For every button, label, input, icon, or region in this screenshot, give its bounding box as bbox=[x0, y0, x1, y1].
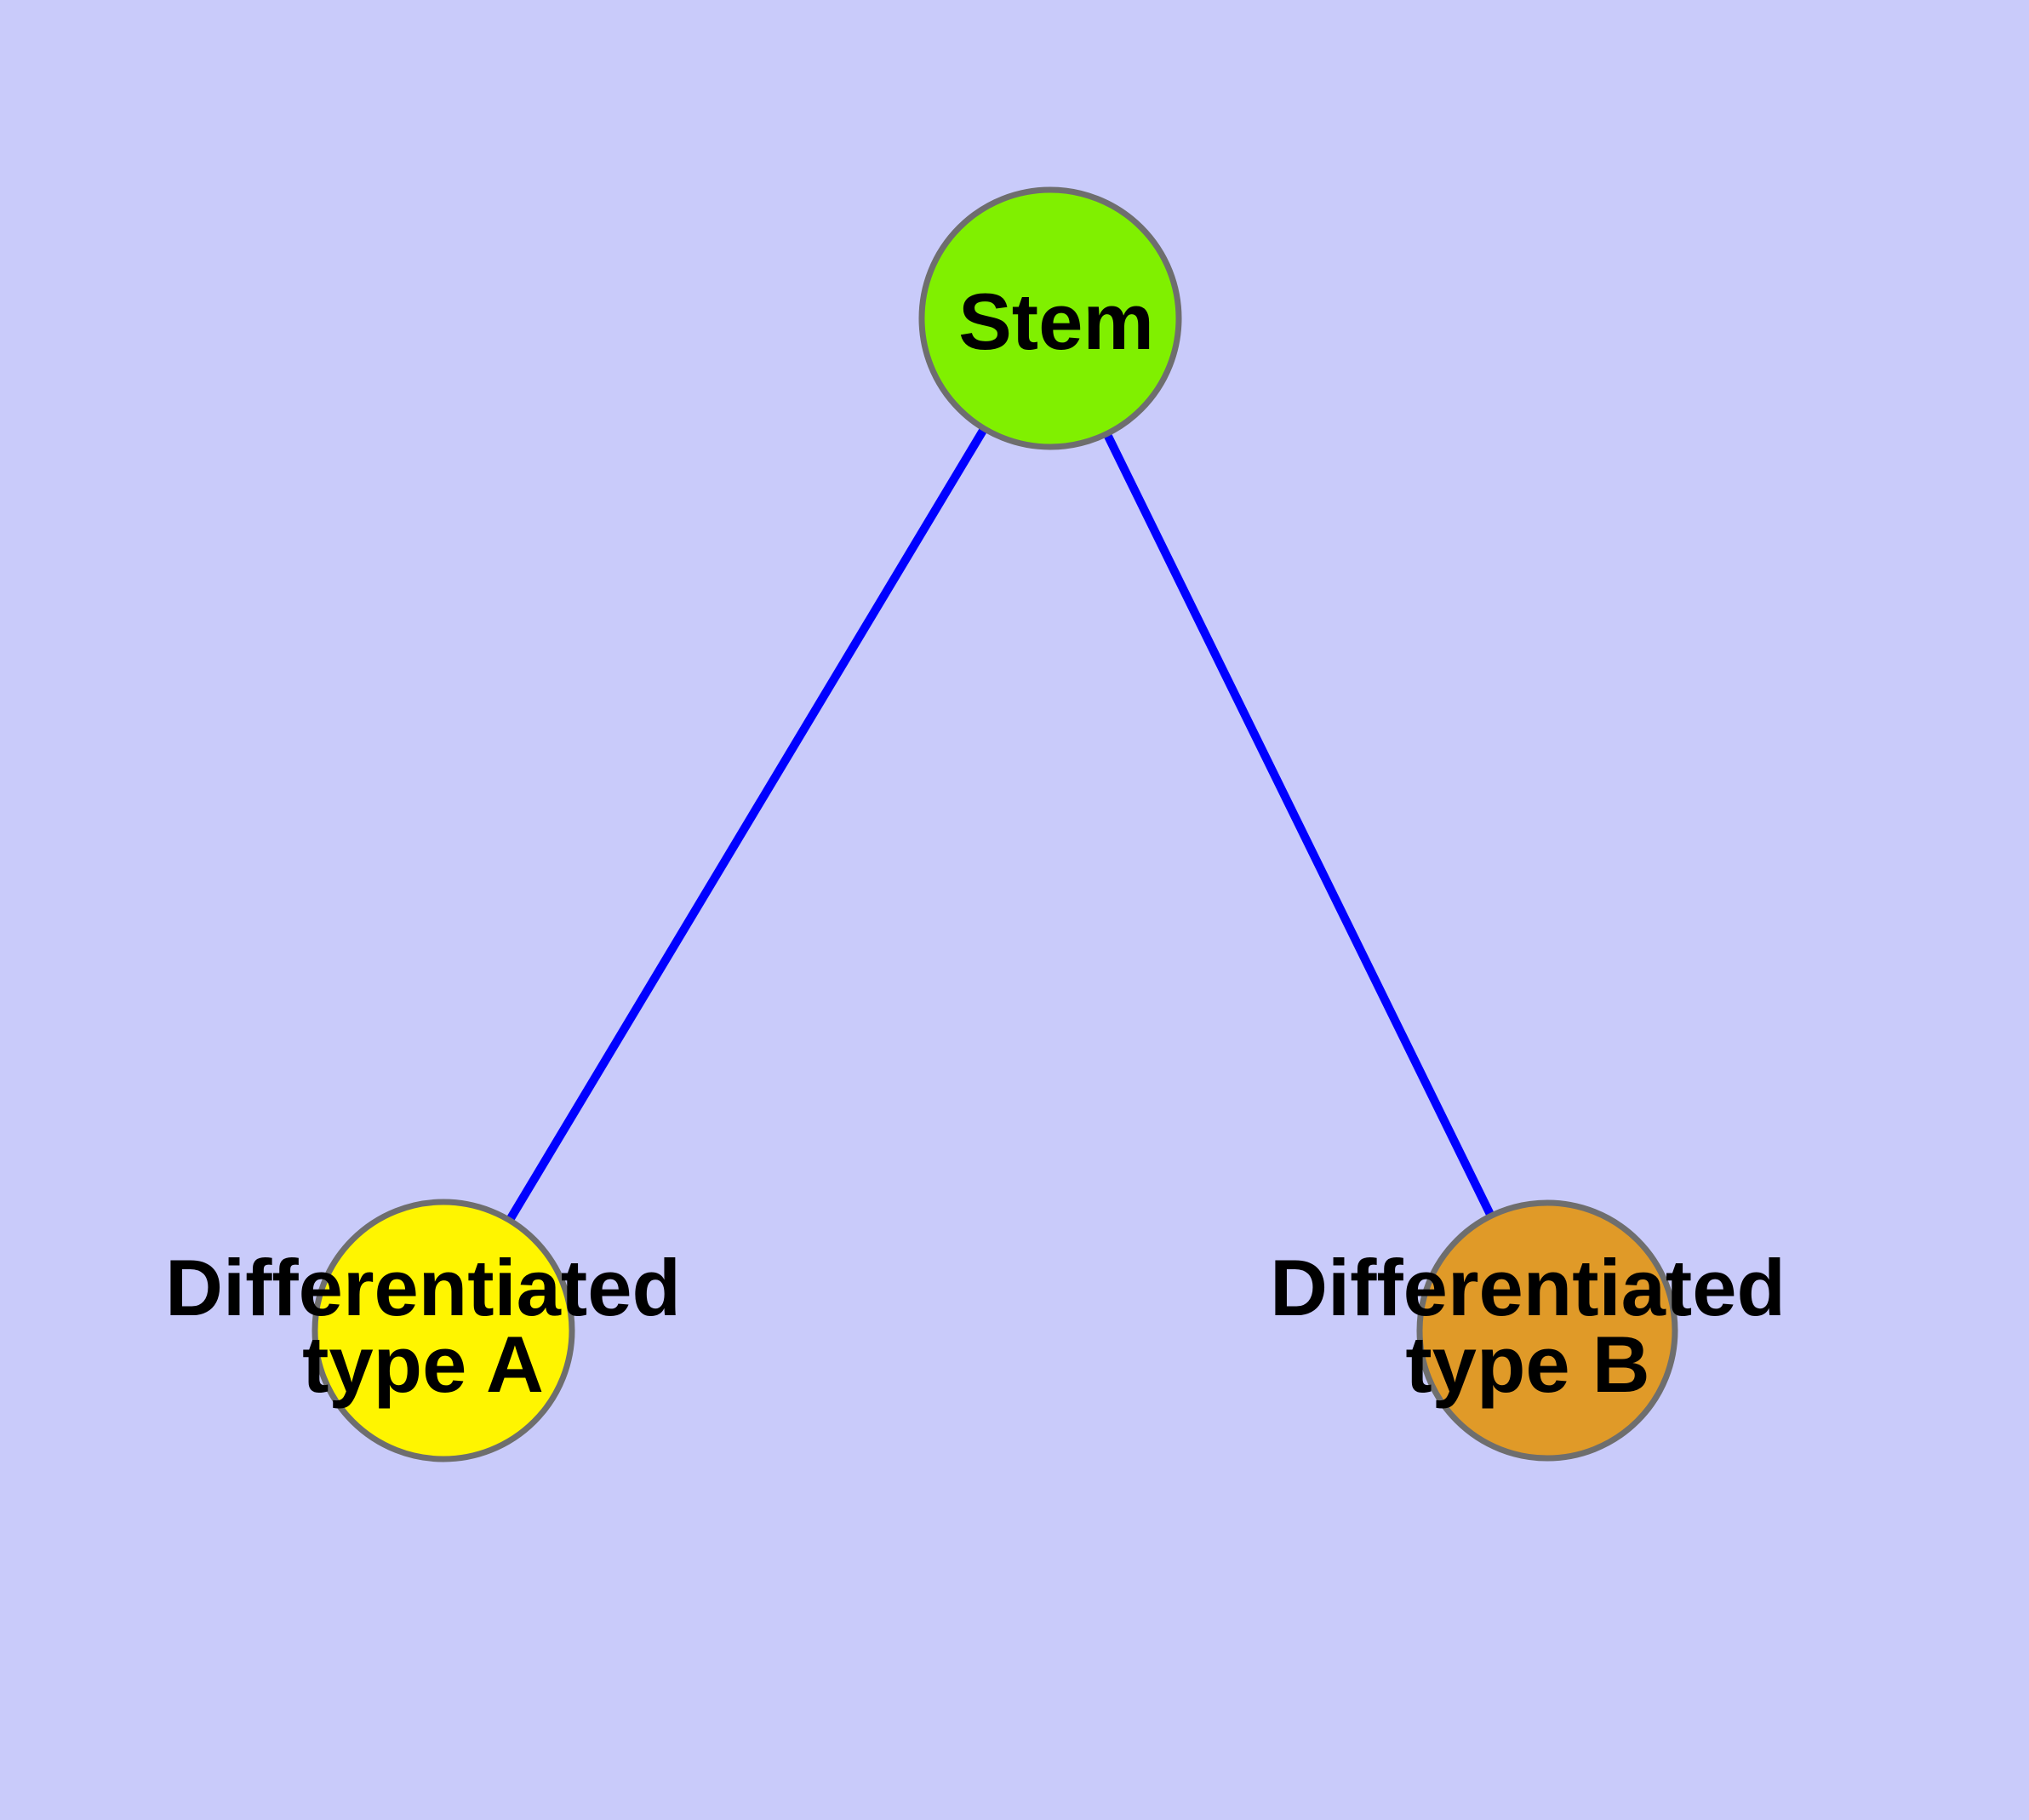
node-circle-diff-b[interactable] bbox=[1416, 1199, 1678, 1462]
edges-group bbox=[506, 426, 1495, 1223]
node-label-line: Differentiated bbox=[1270, 1243, 1786, 1332]
node-label-line: Differentiated bbox=[165, 1243, 681, 1332]
edge-stem-to-diff-a[interactable] bbox=[506, 426, 988, 1223]
node-label-line: Stem bbox=[958, 277, 1154, 366]
edge-stem-to-diff-b[interactable] bbox=[1103, 432, 1495, 1218]
node-circle-diff-a[interactable] bbox=[311, 1199, 575, 1462]
node-stem[interactable]: Stem bbox=[918, 186, 1182, 450]
node-label-stem: Stem bbox=[958, 277, 1154, 366]
node-label-line: type B bbox=[1405, 1319, 1649, 1409]
node-label-line: type A bbox=[302, 1319, 544, 1409]
node-circle-stem[interactable] bbox=[918, 186, 1182, 450]
